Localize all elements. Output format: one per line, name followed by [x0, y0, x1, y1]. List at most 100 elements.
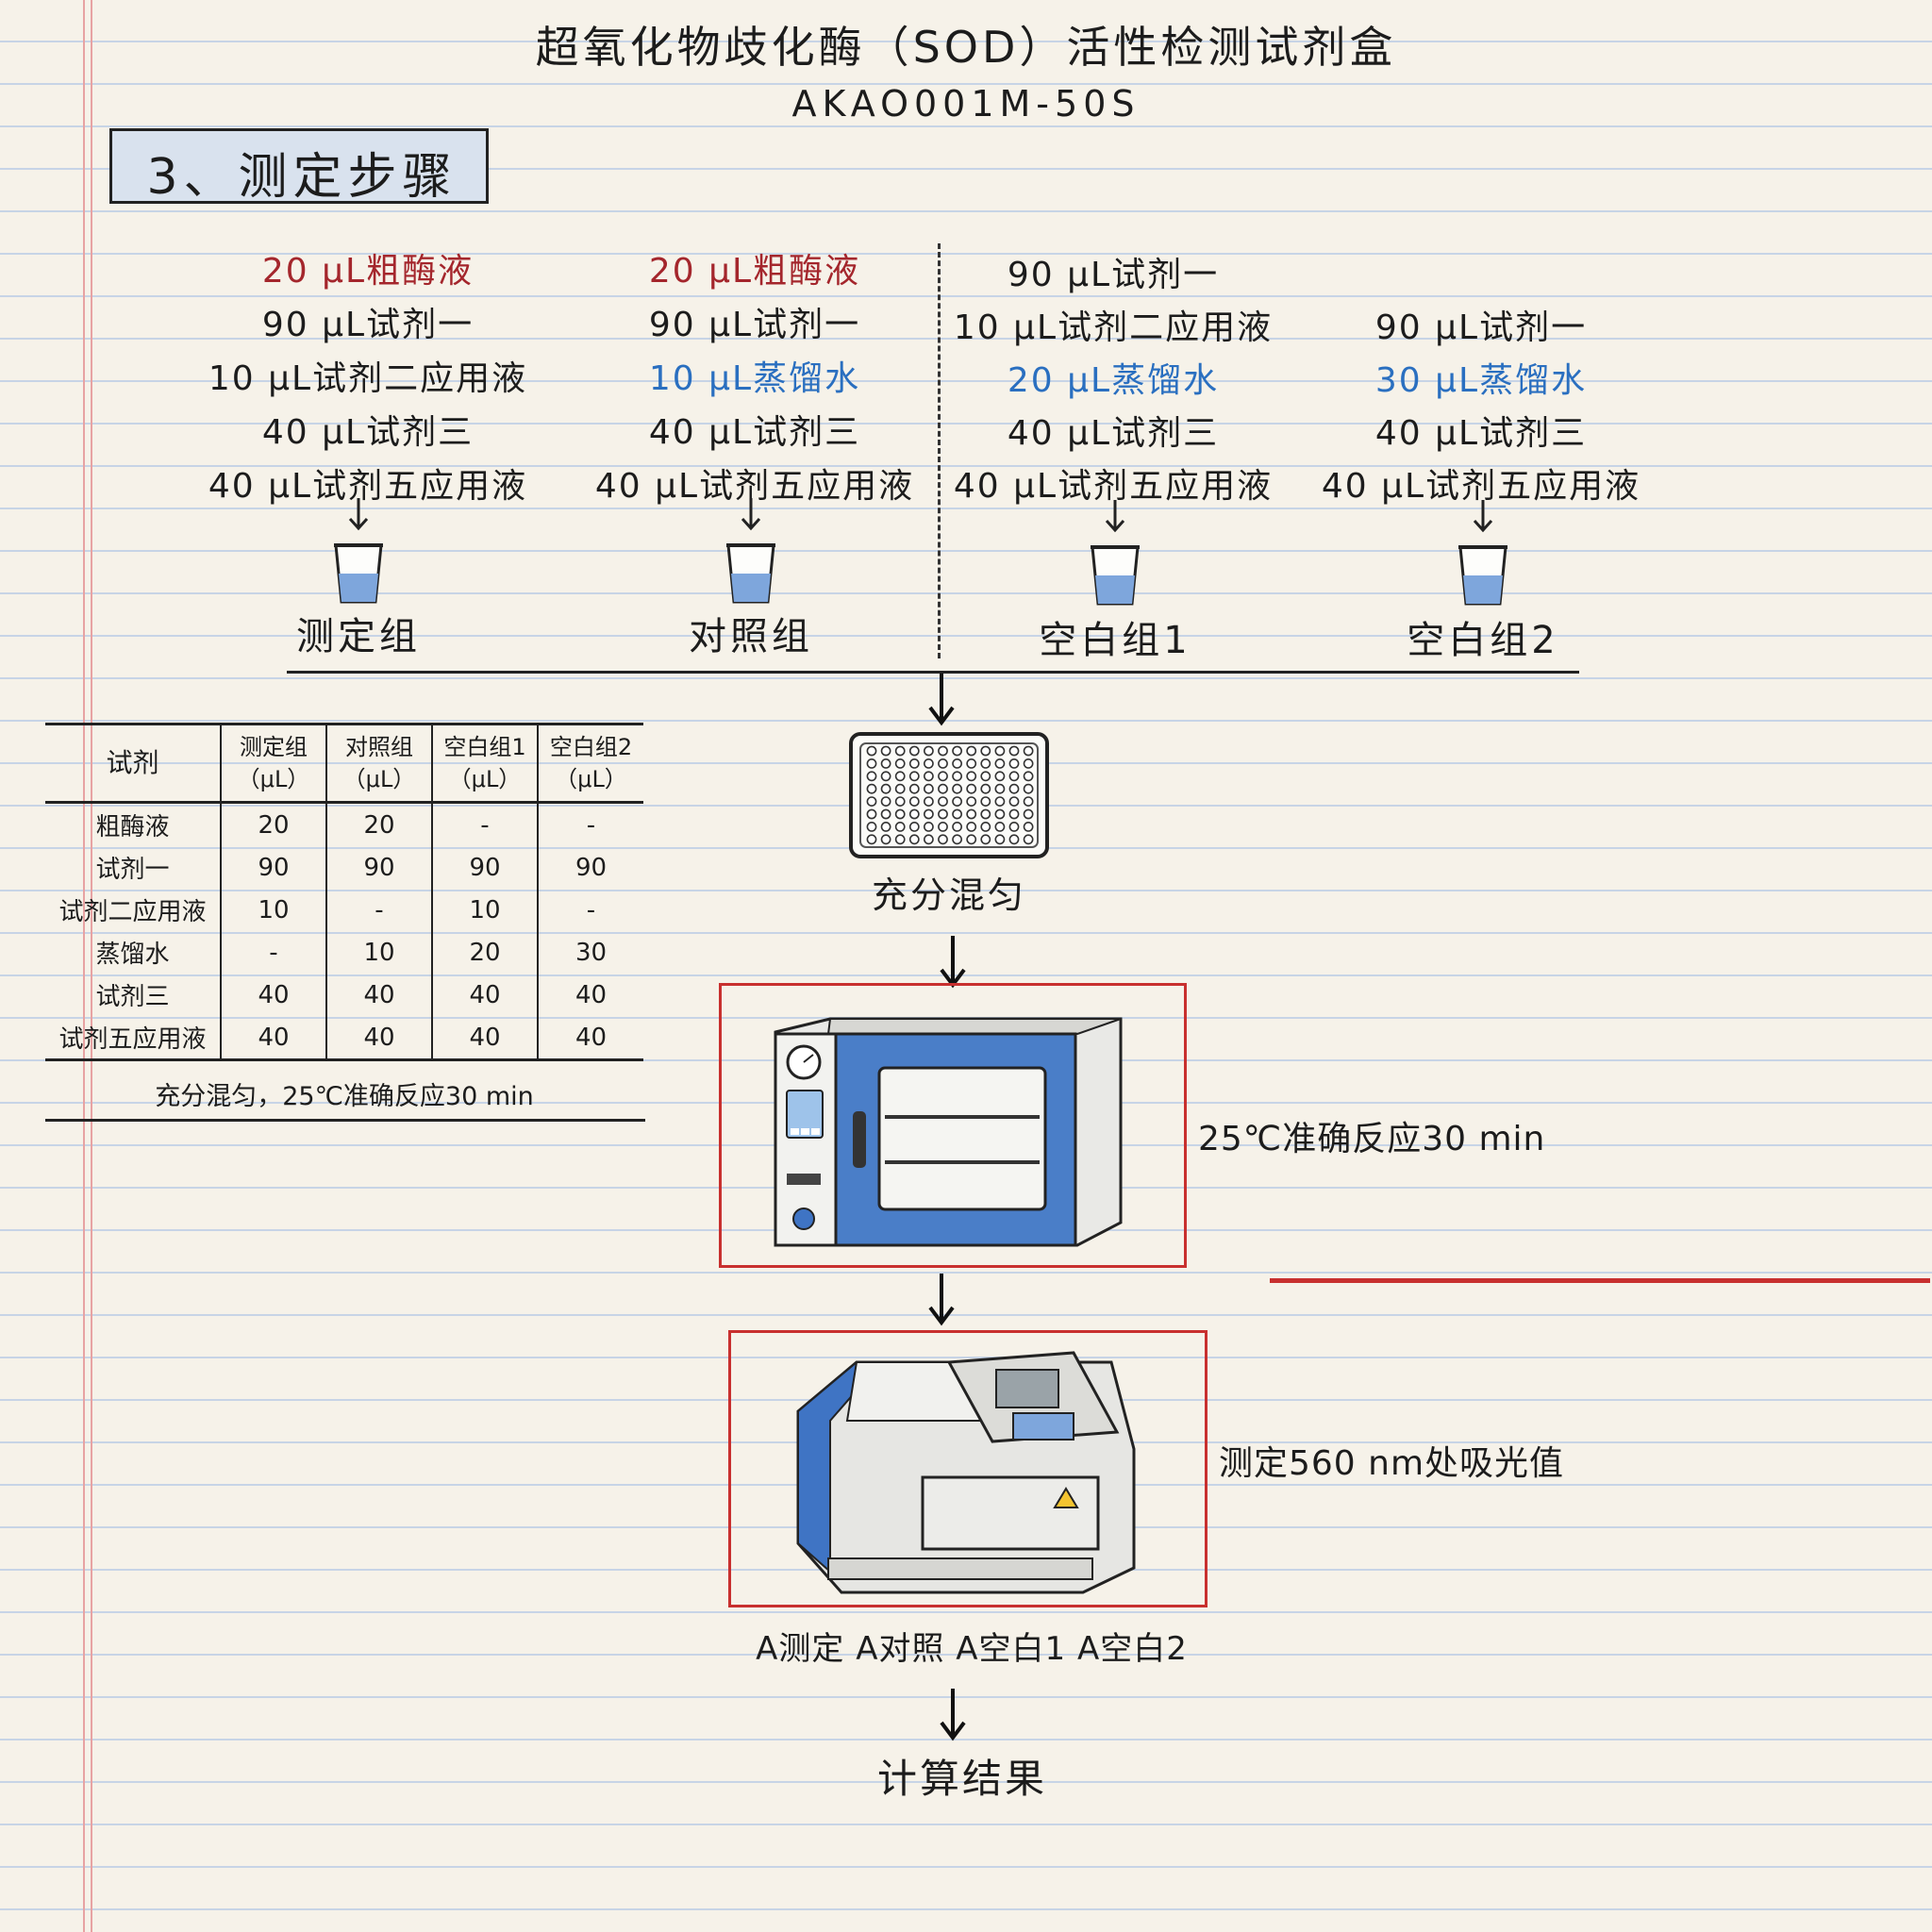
plate-well — [880, 822, 891, 832]
recipe-line: 90 μL试剂一 — [261, 306, 475, 344]
recipe-line: 30 μL蒸馏水 — [1374, 361, 1588, 400]
plate-well — [894, 771, 906, 782]
plate-well — [908, 822, 920, 832]
recipe-line: 40 μL试剂五应用液 — [208, 467, 528, 506]
table-cell: 20 — [325, 802, 432, 846]
plate-well — [938, 834, 948, 845]
plate-well — [1023, 771, 1034, 782]
table-cell: 40 — [537, 1016, 643, 1061]
table-header-cell: 对照组 （μL） — [325, 724, 432, 804]
table-cell: 40 — [431, 1016, 538, 1061]
plate-well — [938, 822, 948, 832]
microplate-icon — [849, 732, 1049, 858]
plate-well — [980, 834, 991, 845]
plate-well — [866, 771, 877, 782]
table-reagent-cell: 试剂三 — [95, 983, 170, 1011]
plate-well — [1008, 758, 1020, 769]
recipe-line: 90 μL试剂一 — [1374, 308, 1588, 347]
plate-well — [980, 808, 991, 820]
column-unit: （μL） — [342, 766, 416, 792]
plate-well — [866, 808, 877, 820]
plate-well — [966, 834, 977, 845]
plate-well — [966, 796, 977, 807]
table-cell: - — [431, 802, 538, 846]
plate-well — [866, 796, 877, 807]
plate-well — [894, 808, 906, 820]
plate-well — [924, 796, 934, 807]
plate-well — [952, 783, 962, 794]
plate-well — [938, 783, 948, 794]
document-code: AKAO001M-50S — [791, 83, 1141, 125]
plate-well — [1008, 808, 1020, 820]
cup-icon — [726, 498, 775, 604]
plate-well — [880, 745, 891, 757]
table-cell: 20 — [220, 802, 326, 846]
table-cell: - — [220, 931, 326, 974]
plate-well — [894, 796, 906, 807]
step-measure: 测定560 nm处吸光值 — [1219, 1444, 1565, 1483]
group-label-control: 对照组 — [689, 615, 813, 658]
column-unit: （μL） — [448, 766, 522, 792]
plate-well — [952, 834, 962, 845]
cup-icon — [334, 498, 383, 604]
recipe-line: 40 μL试剂三 — [648, 413, 861, 452]
incubator-icon — [774, 1017, 1123, 1247]
table-reagent-cell: 试剂二应用液 — [58, 898, 207, 926]
table-cell: 20 — [431, 931, 538, 974]
plate-well — [924, 808, 934, 820]
recipe-line: 10 μL蒸馏水 — [648, 359, 861, 398]
plate-well — [866, 758, 877, 769]
table-cell: 10 — [220, 889, 326, 931]
plate-well — [894, 783, 906, 794]
plate-well — [880, 796, 891, 807]
table-cell: 90 — [537, 846, 643, 889]
plate-well — [908, 808, 920, 820]
recipe-line: 90 μL试剂一 — [1007, 256, 1220, 294]
table-cell: - — [325, 889, 432, 931]
recipe-line: 40 μL试剂五应用液 — [953, 467, 1274, 506]
spectrophotometer-frame — [728, 1330, 1208, 1607]
plate-well — [1023, 783, 1034, 794]
plate-well — [1023, 808, 1034, 820]
recipe-line: 40 μL试剂三 — [261, 413, 475, 452]
plate-well — [952, 796, 962, 807]
plate-well — [994, 745, 1006, 757]
plate-well — [908, 783, 920, 794]
section-title: 3、测定步骤 — [146, 149, 458, 206]
plate-well — [994, 834, 1006, 845]
plate-well — [866, 822, 877, 832]
plate-well — [966, 783, 977, 794]
table-reagent-cell: 粗酶液 — [95, 813, 170, 841]
table-header-cell: 测定组（μL） — [220, 724, 326, 804]
cup-icon — [1458, 500, 1507, 606]
plate-well — [908, 745, 920, 757]
warning-icon — [1053, 1487, 1079, 1508]
plate-well — [924, 771, 934, 782]
table-cell: - — [537, 889, 643, 931]
table-cell: 90 — [220, 846, 326, 889]
table-reagent-cell: 试剂五应用液 — [45, 1016, 221, 1061]
table-cell: 40 — [325, 1016, 432, 1061]
plate-well — [908, 758, 920, 769]
group-divider — [938, 243, 941, 658]
step-incubate: 25℃准确反应30 min — [1198, 1120, 1546, 1158]
table-cell: 30 — [537, 931, 643, 974]
table-note-underline — [45, 1119, 645, 1122]
plate-well — [980, 771, 991, 782]
incubator-frame — [719, 983, 1187, 1268]
column-name: 对照组 — [345, 734, 413, 760]
plate-well — [1023, 745, 1034, 757]
plate-well — [880, 771, 891, 782]
plate-well — [1023, 796, 1034, 807]
plate-well — [880, 808, 891, 820]
table-header-row: 试剂 测定组（μL） 对照组（μL） 空白组1（μL） 空白组2（μL） — [45, 724, 643, 804]
table-corner-cell: 试剂 — [45, 724, 221, 804]
plate-well — [994, 796, 1006, 807]
plate-well — [1008, 745, 1020, 757]
plate-well — [894, 822, 906, 832]
cup-icon — [1091, 500, 1140, 606]
plate-well — [908, 834, 920, 845]
